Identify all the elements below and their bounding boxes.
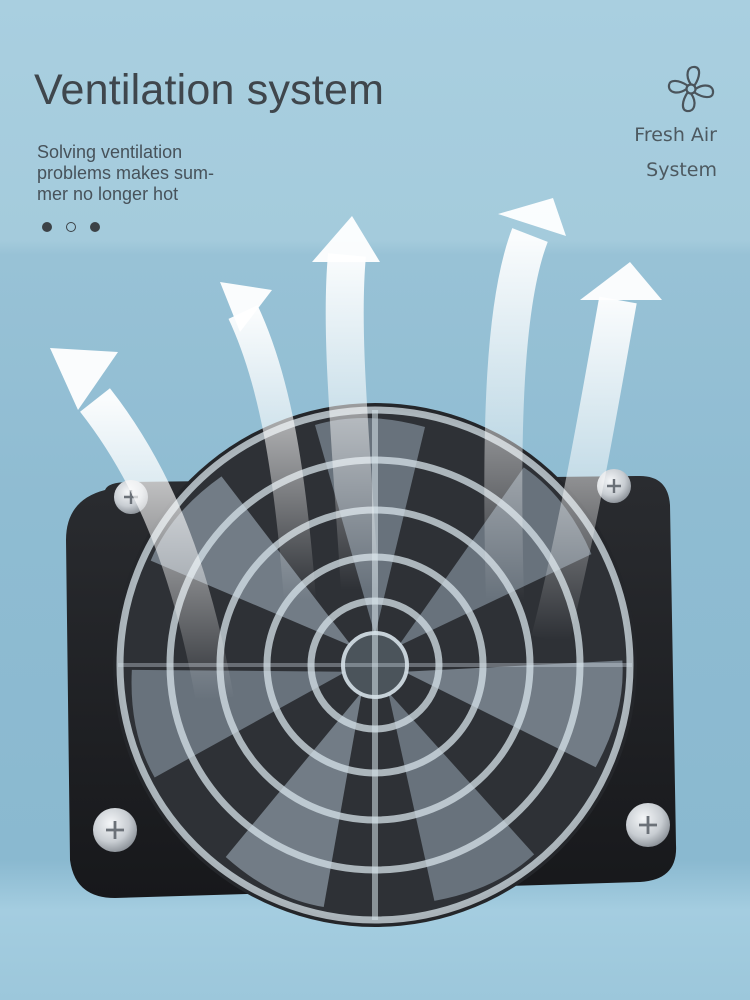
subtitle-line-2: problems makes sum-	[37, 163, 215, 183]
airflow-arrow-5	[531, 262, 662, 645]
fresh-air-line-2: System	[646, 159, 717, 181]
screw-bottom-right	[626, 803, 670, 847]
subtitle-line-1: Solving ventilation	[37, 142, 183, 162]
airflow-arrow-2	[220, 282, 316, 602]
fresh-air-label: Fresh Air System	[634, 118, 717, 188]
airflow-arrows	[50, 198, 662, 704]
carousel-dot-1[interactable]	[42, 222, 52, 232]
subtitle: Solving ventilation problems makes sum- …	[37, 142, 277, 205]
carousel-indicator	[42, 222, 100, 232]
fresh-air-line-1: Fresh Air	[634, 124, 717, 146]
carousel-dot-2[interactable]	[66, 222, 76, 232]
screw-top-right	[597, 469, 631, 503]
airflow-arrow-1	[50, 348, 234, 704]
airflow-arrow-3	[312, 216, 380, 592]
fan-icon	[667, 65, 715, 113]
carousel-dot-3[interactable]	[90, 222, 100, 232]
screw-bottom-left	[93, 808, 137, 852]
airflow-arrow-4	[484, 198, 566, 601]
subtitle-line-3: mer no longer hot	[37, 184, 179, 204]
page-title: Ventilation system	[34, 66, 385, 114]
